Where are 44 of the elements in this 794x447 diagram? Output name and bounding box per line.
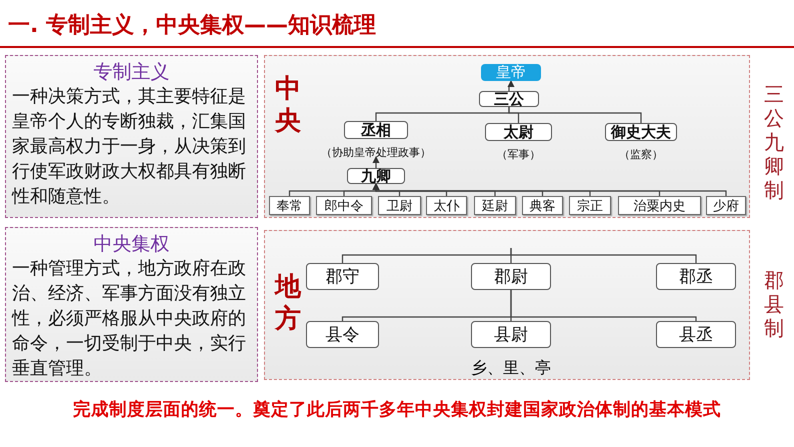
office-box: 三公 (479, 91, 539, 107)
office-box: 卫尉 (378, 196, 421, 215)
panel (264, 55, 750, 218)
office-box: 县令 (306, 321, 379, 348)
panel-heading: 中央集权 (92, 232, 170, 256)
office-box: 县丞 (656, 321, 736, 348)
connector-line (508, 107, 642, 123)
office-box: 奉常 (269, 196, 310, 215)
connector-line (510, 290, 697, 321)
office-box: 县尉 (471, 321, 551, 348)
side-label: 郡县制 (763, 268, 785, 340)
panel-heading: 中央 (274, 73, 302, 137)
caption: 完成制度层面的统一。奠定了此后两千多年中央集权封建国家政治体制的基本模式 (72, 398, 722, 421)
office-box: 郡丞 (656, 263, 736, 290)
panel-text: 一种管理方式，地方政府在政治、经济、军事方面没有独立性，必须严格服从中央政府的命令，一切受制于中央，实行垂直管理。 (12, 257, 247, 381)
office-box: 御史大夫 (605, 123, 677, 141)
note-text: （军事） (496, 147, 542, 162)
panel-text: 一种决策方式，其主要特征是皇帝个人的专断独裁，汇集国家最高权力于一身，从决策到行使军政财政大权都具有独断性和随意性。 (12, 85, 247, 209)
arrow (372, 156, 380, 168)
office-box: 郡守 (306, 263, 379, 290)
office-box: 郡尉 (471, 263, 551, 290)
panel (264, 230, 750, 380)
office-box: 宗正 (569, 196, 611, 215)
emperor-box: 皇帝 (481, 64, 541, 81)
office-box: 太仆 (426, 196, 467, 215)
connector-line (510, 248, 697, 263)
office-box: 廷尉 (474, 196, 516, 215)
title: 一. 专制主义，中央集权——知识梳理 (8, 12, 376, 40)
office-box: 丞相 (344, 121, 408, 139)
office-box: 治粟内史 (618, 196, 701, 215)
panel-heading: 地方 (273, 271, 302, 335)
note-text: （协助皇帝处理政事） (320, 145, 432, 160)
office-box: 少府 (706, 196, 746, 215)
office-box: 郎中令 (316, 196, 372, 215)
office-box: 九卿 (347, 168, 405, 184)
text-panel (5, 227, 258, 382)
text-panel (5, 55, 258, 218)
panel-heading: 专制主义 (92, 60, 170, 84)
office-box: 典客 (522, 196, 563, 215)
office-box: 太尉 (485, 123, 552, 141)
side-label: 三公九卿制 (763, 82, 785, 202)
note-text: 乡、里、亭 (471, 358, 551, 379)
arrow (508, 80, 514, 91)
note-text: （监察） (618, 147, 664, 162)
